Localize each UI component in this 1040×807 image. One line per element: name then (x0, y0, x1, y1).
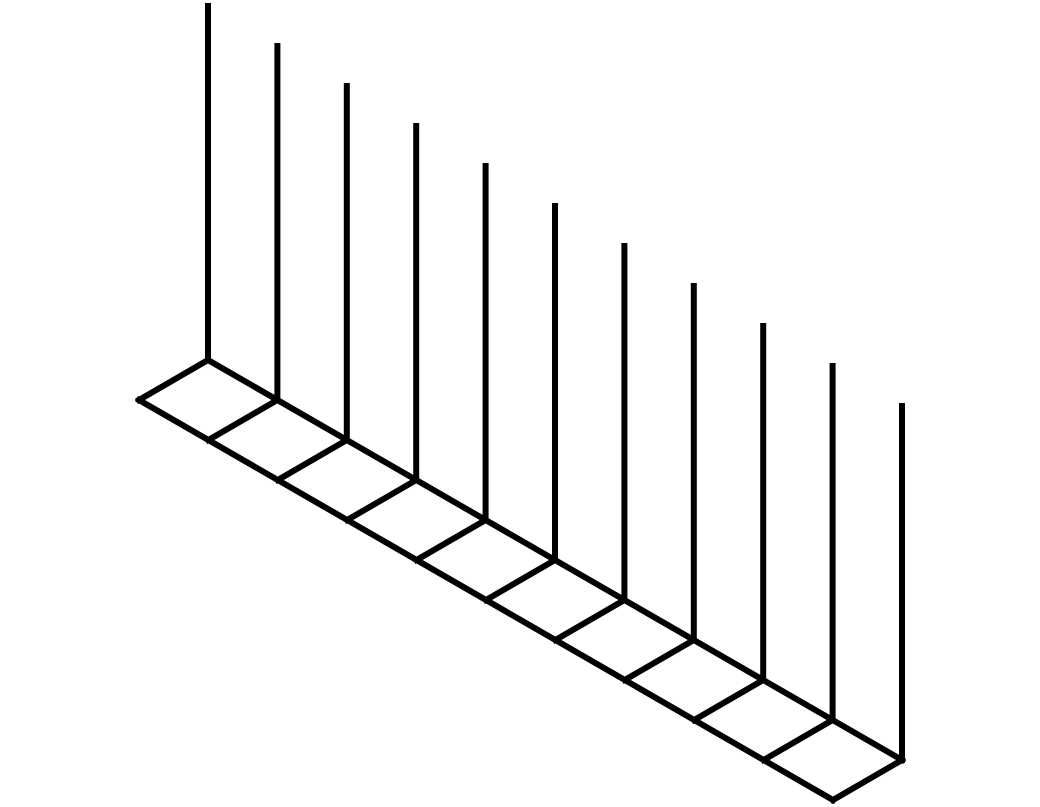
vertical-posts (205, 3, 905, 763)
ladder-rung (204, 395, 282, 445)
ladder-rung (134, 355, 213, 405)
base-ladder (134, 355, 907, 805)
ladder-rung (620, 635, 698, 685)
ladder-rung (343, 475, 421, 525)
ladder-rung (551, 595, 629, 645)
ladder-rung (481, 555, 560, 605)
ladder-rung (412, 515, 490, 565)
ladder-rung (759, 715, 837, 765)
ladder-rung (828, 755, 907, 805)
ladder-rung (273, 435, 351, 485)
ladder-rung (690, 675, 768, 725)
